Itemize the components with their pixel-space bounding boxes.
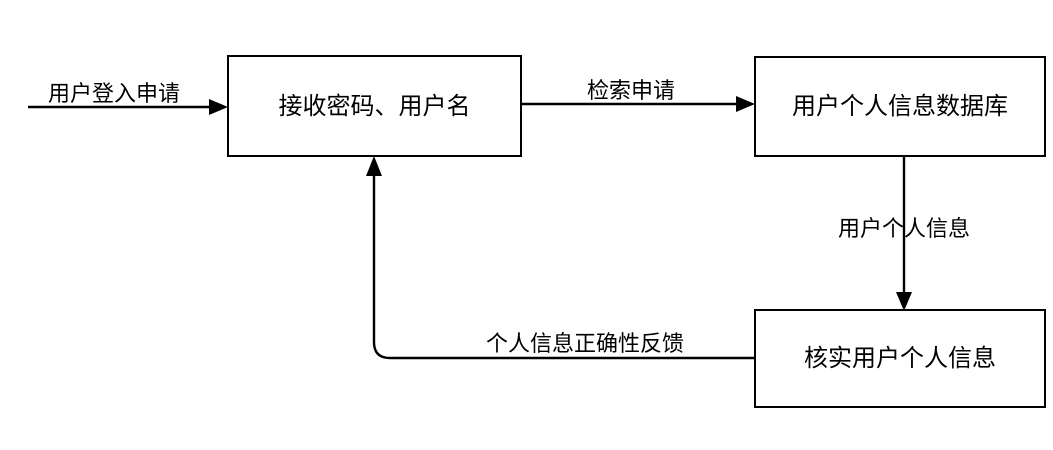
login-request-arrowhead-icon: [209, 99, 228, 115]
edge-personal-info: [896, 156, 912, 311]
edge-label-login-request: 用户登入申请: [48, 82, 180, 107]
node-verify-label: 核实用户个人信息: [804, 344, 996, 372]
edge-labels: 用户登入申请 检索申请 用户个人信息 个人信息正确性反馈: [48, 79, 970, 357]
node-receive-label: 接收密码、用户名: [279, 92, 471, 120]
node-verify[interactable]: 核实用户个人信息: [754, 309, 1046, 408]
personal-info-arrowhead-icon: [896, 292, 912, 311]
node-database-label: 用户个人信息数据库: [792, 92, 1008, 120]
node-receive[interactable]: 接收密码、用户名: [227, 55, 522, 157]
edge-label-search-request: 检索申请: [587, 79, 675, 104]
edge-label-correctness-feedback: 个人信息正确性反馈: [486, 332, 684, 357]
node-receive-rect[interactable]: [227, 55, 522, 157]
edge-correctness-feedback: [366, 156, 755, 360]
correctness-feedback-arrowhead-icon: [366, 156, 382, 176]
edge-label-personal-info: 用户个人信息: [838, 217, 970, 242]
node-database[interactable]: 用户个人信息数据库: [754, 56, 1046, 157]
edge-search-request: [521, 96, 755, 112]
edge-login-request: [28, 99, 228, 115]
search-request-arrowhead-icon: [736, 96, 755, 112]
correctness-feedback-line: [372, 170, 755, 360]
node-database-rect[interactable]: [754, 56, 1046, 157]
node-verify-rect[interactable]: [754, 309, 1046, 408]
